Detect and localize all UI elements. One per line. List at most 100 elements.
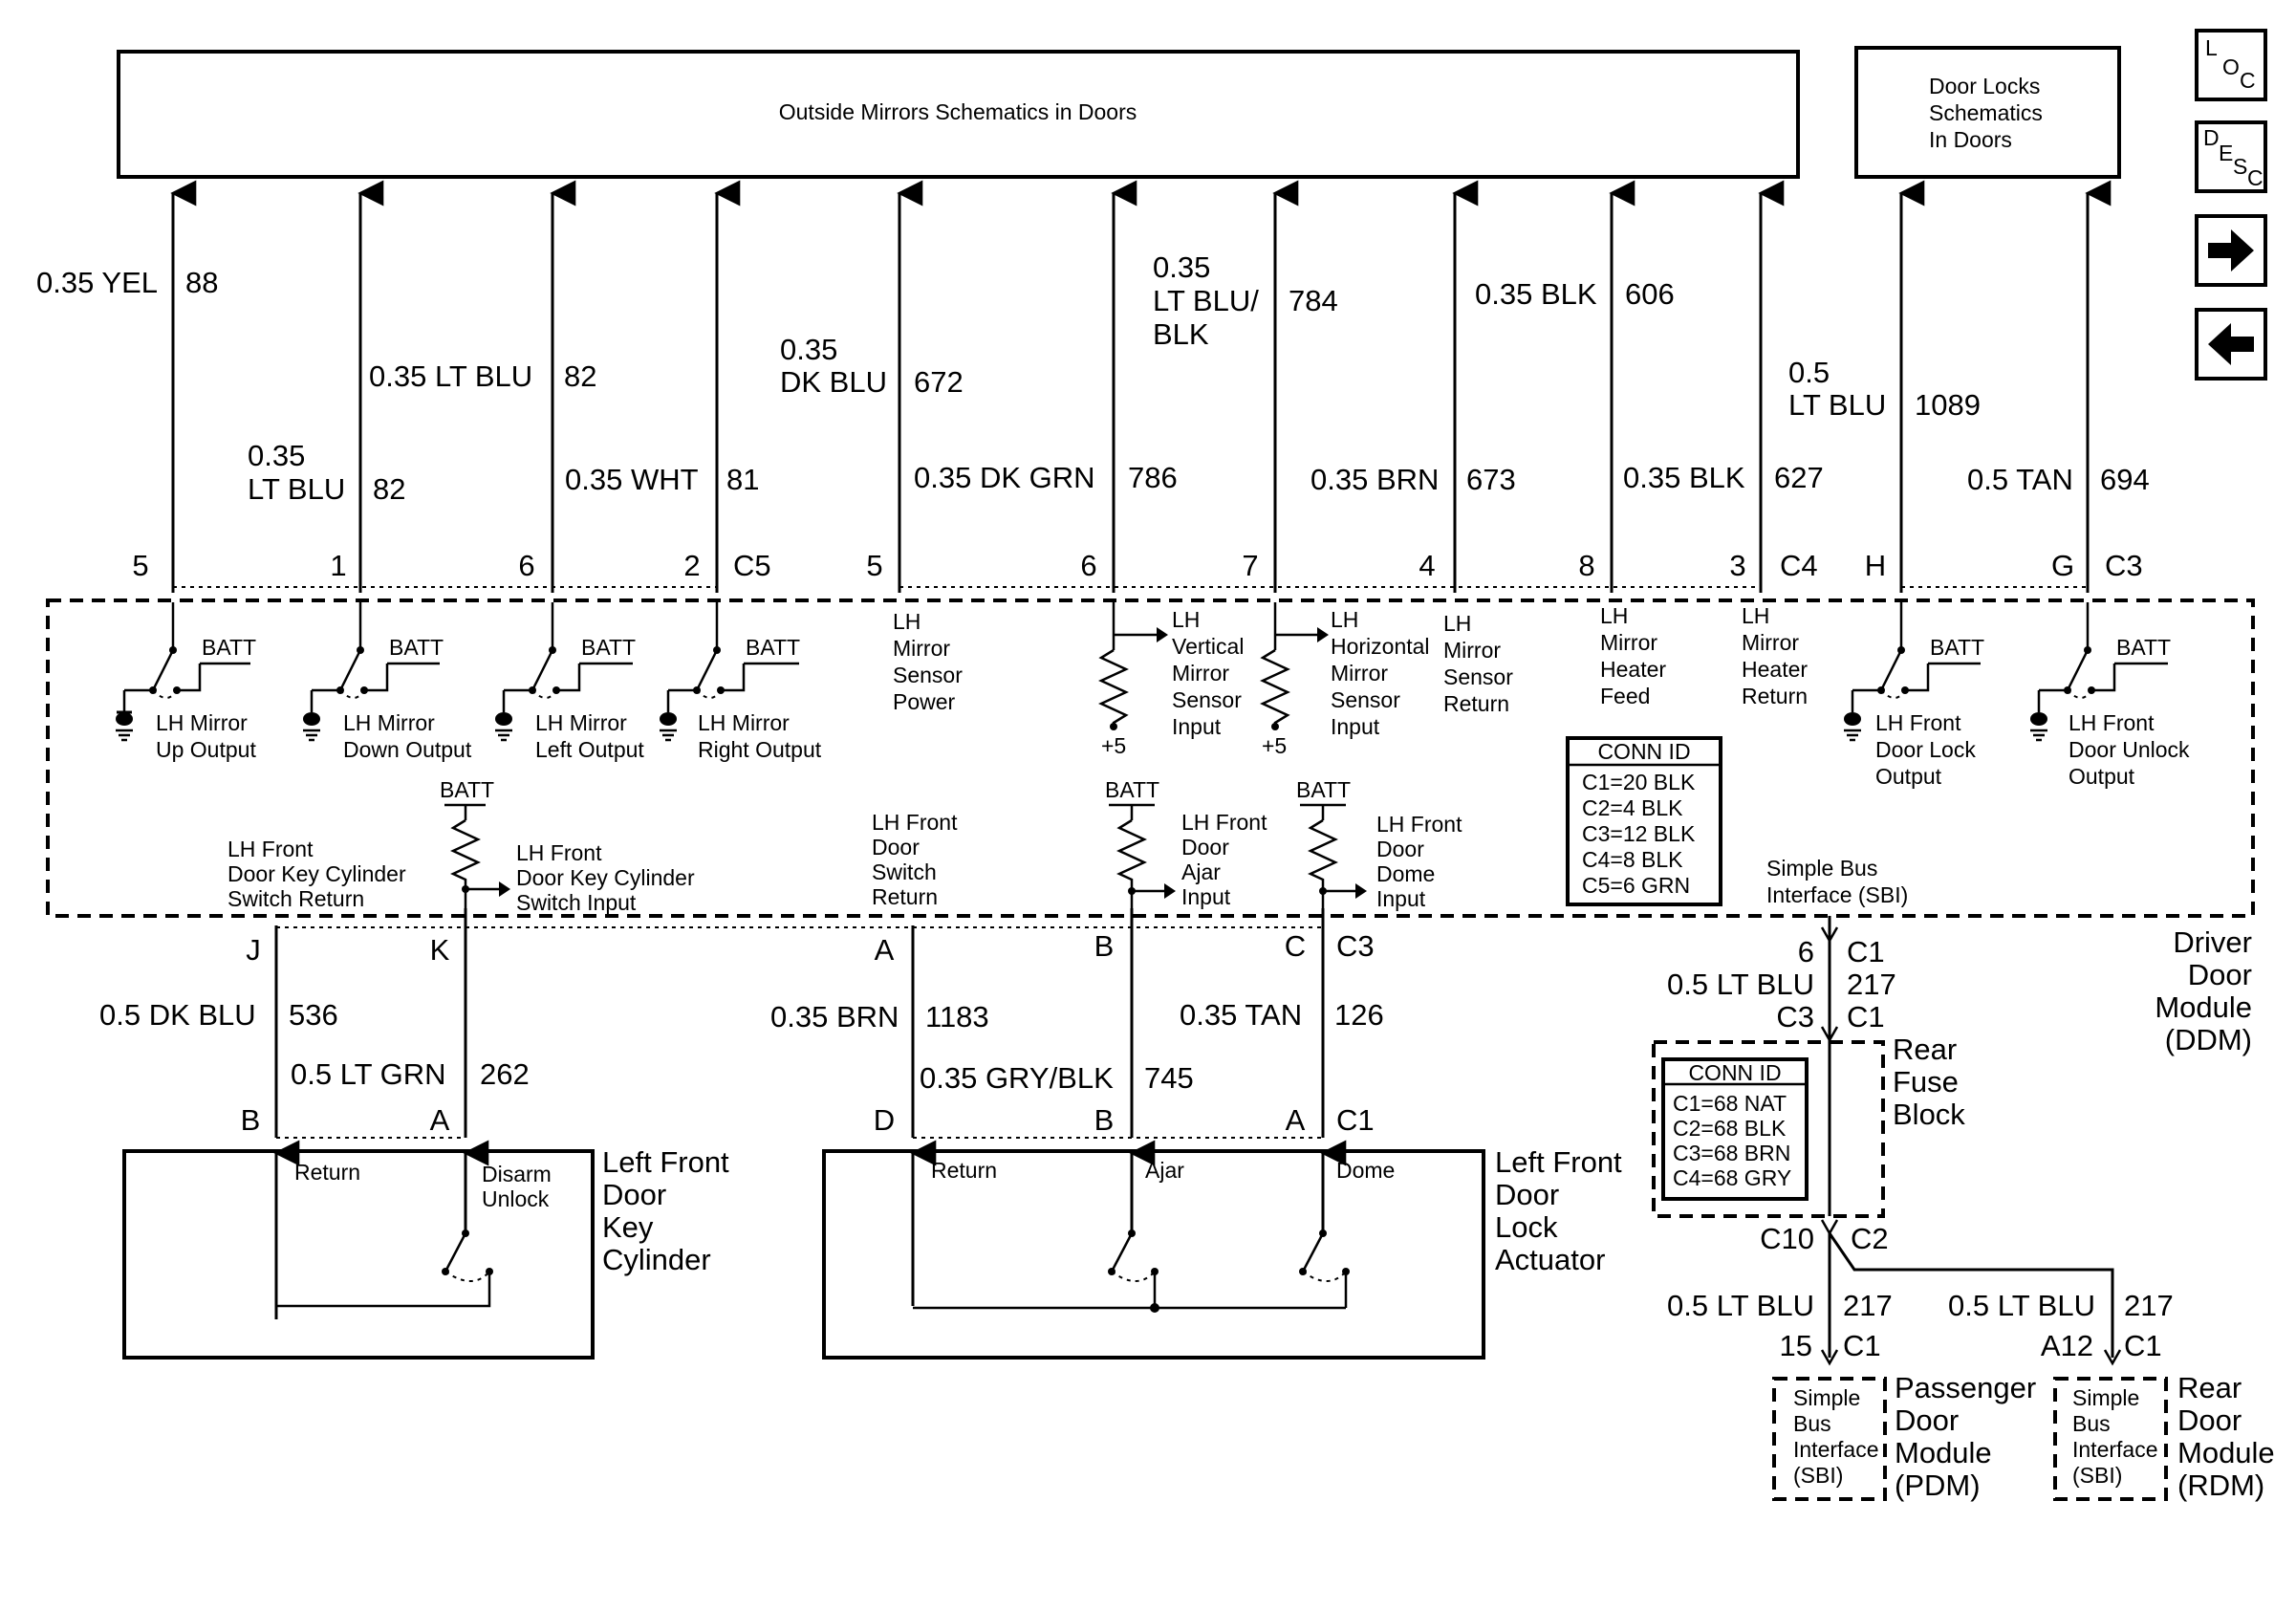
pin-2-c5: 2 — [683, 549, 700, 582]
actuator-name-2: Door — [1495, 1178, 1559, 1211]
actuator-name-1: Left Front — [1495, 1145, 1622, 1179]
pin-5-c4: 5 — [866, 549, 882, 582]
actuator-name-4: Actuator — [1495, 1243, 1605, 1276]
key-disarm-1: Disarm — [482, 1162, 552, 1186]
rear-door-module[interactable]: Simple Bus Interface (SBI) Rear Door Mod… — [2053, 1371, 2275, 1502]
door-locks-box[interactable]: Door Locks Schematics In Doors — [1854, 46, 2121, 179]
wire-784-color2: BLK — [1153, 317, 1209, 351]
wire-126-gauge: 0.35 TAN — [1180, 998, 1302, 1032]
rdm-sbi-3: Interface — [2072, 1437, 2158, 1462]
pdm-sbi-2: Bus — [1793, 1411, 1831, 1436]
rear-fuse-block[interactable]: CONN ID C1=68 NAT C2=68 BLK C3=68 BRN C4… — [1652, 1033, 1965, 1218]
rfb-name-3: Block — [1893, 1098, 1965, 1131]
door-locks-label-1: Door Locks — [1929, 74, 2040, 98]
hreturn-4: Return — [1742, 684, 1808, 708]
outside-mirrors-label: Outside Mirrors Schematics in Doors — [779, 99, 1137, 124]
hfeed-1: LH — [1600, 603, 1628, 628]
desc-e: E — [2219, 141, 2233, 165]
key-disarm-2: Unlock — [482, 1186, 550, 1211]
wire-745-circuit: 745 — [1144, 1061, 1194, 1095]
lock-actuator-component[interactable]: Return Ajar Dome Left Front Door Lock Ac… — [822, 1140, 1622, 1360]
mirror-left-switch: BATT — [495, 602, 636, 742]
bus-pin-6: 6 — [1798, 935, 1814, 968]
pdm-sbi-1: Simple — [1793, 1385, 1860, 1410]
vsensor-2: Vertical — [1172, 634, 1244, 659]
wire-694-circuit: 694 — [2100, 463, 2150, 496]
loc-button[interactable]: L O C — [2195, 29, 2267, 101]
act-ajar-label: Ajar — [1145, 1158, 1184, 1183]
vsensor-3: Mirror — [1172, 661, 1229, 685]
batt-label: BATT — [202, 635, 256, 660]
rfb-conn-row: C4=68 GRY — [1673, 1165, 1791, 1190]
wire-126-circuit: 126 — [1334, 998, 1384, 1032]
pin-k: K — [430, 933, 450, 967]
arrow-right-icon — [2208, 229, 2254, 272]
pdm-pin-15: 15 — [1780, 1329, 1812, 1362]
mirror-left-label-1: LH Mirror — [535, 710, 627, 735]
wire-606-circuit: 606 — [1625, 277, 1675, 311]
lower-labels: J K A B C C3 0.5 DK BLU 536 0.5 LT GRN 2… — [99, 929, 1384, 1137]
pin-a: A — [875, 933, 895, 967]
pin-h-c3: H — [1865, 549, 1886, 582]
pin-b: B — [1094, 929, 1115, 963]
next-button[interactable] — [2195, 214, 2267, 287]
ddm-name-1: Driver — [2173, 925, 2252, 959]
key-cylinder-component[interactable]: Return Disarm Unlock Left Front Door Key… — [122, 1140, 729, 1360]
rdm-sbi-1: Simple — [2072, 1385, 2139, 1410]
hfeed-3: Heater — [1600, 657, 1666, 682]
vsensor-1: LH — [1172, 607, 1200, 632]
act-pin-b: B — [1094, 1103, 1115, 1137]
batt-label: BATT — [581, 635, 636, 660]
mirror-right-label-2: Right Output — [698, 737, 822, 762]
bus-wire-217-gauge: 0.5 LT BLU — [1667, 968, 1814, 1001]
rdm-sbi-4: (SBI) — [2072, 1463, 2122, 1488]
passenger-door-module[interactable]: Simple Bus Interface (SBI) Passenger Doo… — [1772, 1371, 2036, 1502]
pdm-wire-circuit: 217 — [1843, 1289, 1893, 1322]
hreturn-2: Mirror — [1742, 630, 1799, 655]
ddm-conn-row: C2=4 BLK — [1582, 795, 1683, 820]
loc-c: C — [2240, 68, 2256, 93]
ddm-name-2: Door — [2188, 958, 2252, 991]
hreturn-3: Heater — [1742, 657, 1808, 682]
door-lock-out-2: Door Lock — [1875, 737, 1976, 762]
pdm-name-2: Door — [1895, 1403, 1959, 1437]
connector-c4: C4 — [1780, 549, 1818, 582]
dsr-1: LH Front — [872, 810, 958, 835]
sensor-power-4: Power — [893, 689, 956, 714]
ddm-name-4: (DDM) — [2165, 1023, 2252, 1056]
act-return-label: Return — [931, 1158, 997, 1183]
prev-button[interactable] — [2195, 308, 2267, 381]
wire-784-gauge: 0.35 — [1153, 250, 1210, 284]
wire-82b-gauge: 0.35 LT BLU — [369, 359, 532, 393]
rdm-sbi-2: Bus — [2072, 1411, 2111, 1436]
outside-mirrors-box[interactable]: Outside Mirrors Schematics in Doors — [117, 50, 1800, 179]
act-dome-label: Dome — [1336, 1158, 1395, 1183]
dsr-3: Switch — [872, 859, 937, 884]
dome-2: Door — [1376, 837, 1424, 861]
wire-784-circuit: 784 — [1289, 284, 1338, 317]
ddm-boundary[interactable] — [46, 598, 2255, 918]
wire-1089-circuit: 1089 — [1915, 388, 1981, 422]
bus-split: C10 C2 0.5 LT BLU 217 0.5 LT BLU 217 15 … — [1667, 1219, 2174, 1366]
sensor-power-3: Sensor — [893, 663, 963, 687]
upper-wires — [170, 180, 2112, 593]
key-cyl-name-1: Left Front — [602, 1145, 729, 1179]
door-locks-label-2: Schematics — [1929, 100, 2043, 125]
plus5-vertical: +5 — [1101, 733, 1126, 758]
mirror-right-label-1: LH Mirror — [698, 710, 790, 735]
batt-label: BATT — [389, 635, 444, 660]
rdm-wire-gauge: 0.5 LT BLU — [1948, 1289, 2095, 1322]
mirror-down-label-2: Down Output — [343, 737, 472, 762]
wire-82a-gauge: 0.35 — [248, 439, 305, 472]
rfb-conn-row: C3=68 BRN — [1673, 1141, 1790, 1165]
desc-button[interactable]: D E S C — [2195, 120, 2267, 193]
actuator-name-3: Lock — [1495, 1210, 1558, 1244]
ddm-lower-inputs: LH Front Door Key Cylinder Switch Return… — [227, 777, 1462, 915]
sreturn-2: Mirror — [1443, 638, 1501, 663]
bus-conn-c10: C10 — [1760, 1222, 1814, 1255]
hreturn-1: LH — [1742, 603, 1769, 628]
dsr-2: Door — [872, 835, 920, 859]
mirror-down-label-1: LH Mirror — [343, 710, 435, 735]
mirror-up-label-1: LH Mirror — [156, 710, 248, 735]
